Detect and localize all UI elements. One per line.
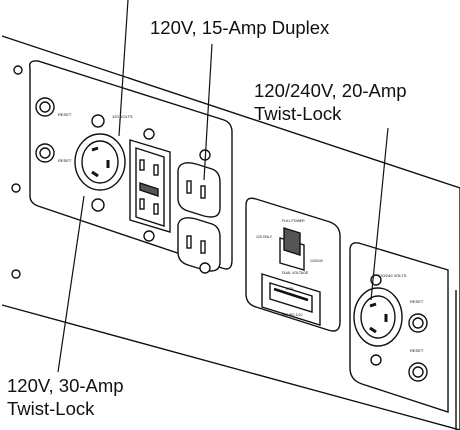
breaker[interactable] <box>35 97 55 117</box>
mount-screw <box>91 114 105 128</box>
gfci-receptacle[interactable] <box>129 139 171 233</box>
breaker-reset-label: RESET <box>58 112 72 117</box>
mount-screw <box>143 230 155 242</box>
callout-text: 120/240V, 20-Amp <box>254 80 407 101</box>
twistlock-volts-label: 120/240 VOLTS <box>378 273 407 278</box>
breaker[interactable] <box>408 313 428 333</box>
breaker[interactable] <box>35 143 55 163</box>
panel-screw <box>13 65 23 75</box>
breaker[interactable] <box>408 362 428 382</box>
gfci-volts-label: 120 VOLTS <box>112 114 133 119</box>
breaker-reset-label: RESET <box>410 299 424 304</box>
callout-text: Twist-Lock <box>254 103 342 124</box>
mount-screw <box>91 198 105 212</box>
switch-left-label: 120 ONLY <box>256 235 273 239</box>
panel-screw <box>11 269 21 279</box>
voltage-selector-switch[interactable] <box>279 227 305 271</box>
callout-twistlock-20a: 120/240V, 20-Amp Twist-Lock <box>254 79 407 125</box>
breaker-reset-label: RESET <box>410 348 424 353</box>
callout-text: 120V, 30-Amp <box>7 375 124 396</box>
duplex-15a-receptacle[interactable] <box>177 162 221 272</box>
callout-twistlock-30a: 120V, 30-Amp Twist-Lock <box>7 374 124 420</box>
leader-line <box>57 195 85 373</box>
hour-meter <box>261 273 321 326</box>
leader-line <box>118 0 129 137</box>
leader-line <box>370 127 389 301</box>
panel-screw <box>11 183 21 193</box>
callout-text: Twist-Lock <box>7 398 95 419</box>
switch-right-label: 120/240 <box>310 259 323 263</box>
twistlock-20a-outlet[interactable] <box>353 287 403 347</box>
mount-screw <box>199 262 211 274</box>
switch-top-label: FULL POWER <box>282 219 305 223</box>
mount-screw <box>143 128 155 140</box>
leader-line <box>203 43 213 181</box>
switch-bottom-label: DUAL VOLTAGE <box>282 271 309 275</box>
mount-screw <box>370 354 382 366</box>
callout-text: 120V, 15-Amp Duplex <box>150 17 330 38</box>
twistlock-30a-outlet[interactable] <box>74 133 126 191</box>
callout-duplex-15a: 120V, 15-Amp Duplex <box>150 16 329 39</box>
meter-bottom-label: HOURS 1/10 <box>282 313 302 317</box>
meter-top-label: ETM <box>286 287 293 291</box>
breaker-reset-label: RESET <box>58 158 72 163</box>
